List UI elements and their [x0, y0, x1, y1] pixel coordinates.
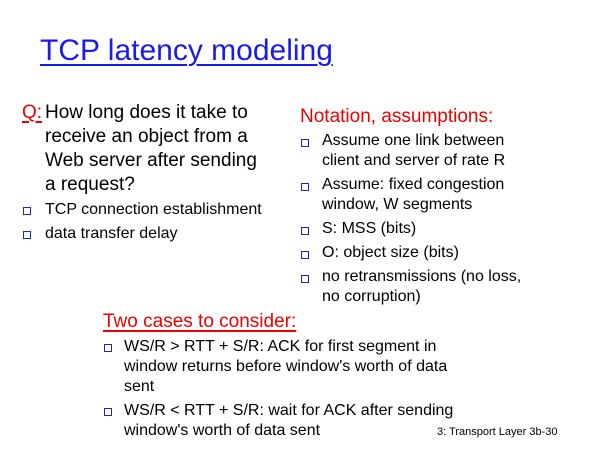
question-line: receive an object from a — [45, 126, 248, 147]
case-line: sent — [124, 378, 155, 395]
notation-line: Assume one link between — [322, 132, 505, 149]
question-line: Web server after sending — [45, 150, 257, 171]
notation-line: Assume: fixed congestion — [322, 176, 505, 193]
bullet-square-icon — [23, 231, 31, 239]
notation-heading: Notation, assumptions: — [300, 106, 494, 127]
bullet-square-icon — [301, 251, 309, 259]
case-line: window's worth of data sent — [124, 422, 321, 439]
question-line: How long does it take to — [45, 102, 248, 123]
bullet-square-icon — [301, 139, 309, 147]
notation-line: O: object size (bits) — [322, 244, 459, 261]
bullet-square-icon — [23, 207, 31, 215]
left-bullet: data transfer delay — [45, 225, 178, 242]
notation-line: client and server of rate R — [322, 152, 506, 169]
notation-line: no retransmissions (no loss, — [322, 268, 522, 285]
bullet-square-icon — [301, 227, 309, 235]
notation-line: no corruption) — [322, 288, 421, 305]
question-prefix: Q: — [22, 102, 43, 123]
cases-heading: Two cases to consider: — [103, 311, 297, 332]
left-bullet: TCP connection establishment — [45, 201, 262, 218]
bullet-square-icon — [301, 183, 309, 191]
bullet-square-icon — [104, 408, 112, 416]
slide-footer: 3: Transport Layer 3b-30 — [437, 426, 558, 438]
question-line: a request? — [45, 174, 135, 195]
case-line: WS/R > RTT + S/R: ACK for first segment … — [124, 338, 437, 355]
notation-line: S: MSS (bits) — [322, 220, 417, 237]
notation-line: window, W segments — [322, 196, 473, 213]
bullet-square-icon — [301, 275, 309, 283]
case-line: window returns before window's worth of … — [124, 358, 448, 375]
slide-title: TCP latency modeling — [40, 34, 333, 67]
case-line: WS/R < RTT + S/R: wait for ACK after sen… — [124, 402, 454, 419]
bullet-square-icon — [104, 344, 112, 352]
